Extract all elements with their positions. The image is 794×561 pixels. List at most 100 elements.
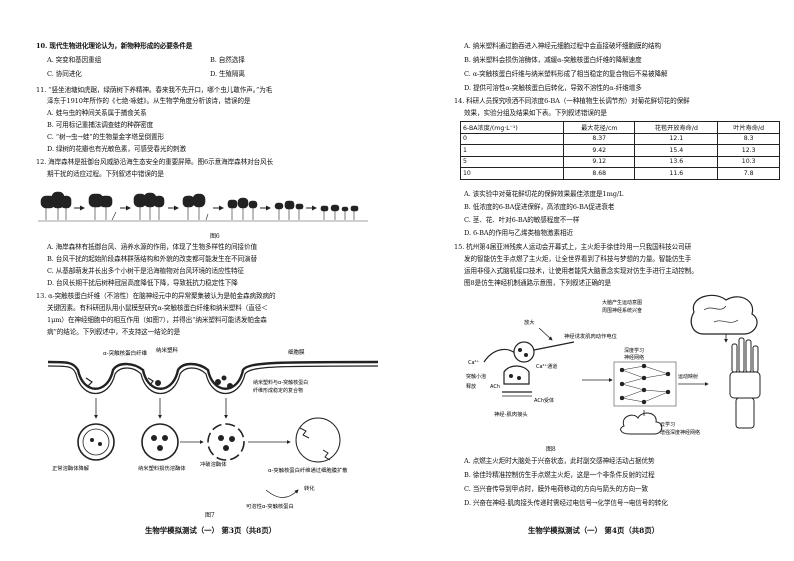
tree-stage-2 [88, 193, 117, 221]
label-fiber: α-突触核蛋白纤维 [103, 349, 148, 357]
table-cell: 10 [459, 167, 565, 180]
table-header-bloom-life: 花苞开放寿命/d [634, 121, 719, 134]
q10-option-d: D. 生殖隔离 [210, 70, 245, 78]
table-row: 1 9.42 15.4 12.3 [459, 144, 780, 157]
label-brain: 大脑产生运动意图 [602, 299, 642, 306]
table-cell: 7.8 [717, 167, 780, 180]
table-cell: 5 [459, 155, 565, 168]
label-convert: 转化 [304, 484, 315, 492]
tree-stage-7 [320, 204, 359, 220]
bionic-hand-diagram: 大脑产生运动意图 周围神经系统兴奋 放大 神经诱发肌肉动作电位 Ca²⁺ Ca²… [466, 294, 761, 436]
label-deep: 深度学习 [624, 347, 644, 354]
q14-option-b: B. 低浓度的6-BA促进保鲜，高浓度的6-BA促进衰老 [464, 203, 615, 211]
label-more-fibers: α-突触核蛋白纤维通过细胞膜扩散 [268, 466, 348, 474]
tree-stage-1 [40, 191, 72, 220]
label-impaired: 纳米塑料损伤溶酶体 [138, 464, 186, 472]
tree-stage-4 [182, 193, 209, 221]
q14-option-d: D. 6-BA的作用与乙烯类植物激素相近 [464, 229, 573, 237]
tree-stage-6 [274, 200, 304, 220]
figure-6-label: 图6 [210, 233, 220, 240]
table-cell: 9.12 [563, 155, 636, 168]
label-cloud: 云学习 [660, 421, 675, 428]
q14-data-table: 6-BA浓度/(mg·L⁻¹) 最大花径/cm 花苞开放寿命/d 叶片寿命/d … [459, 121, 780, 180]
q15-option-a: A. 点燃主火炬时大脑处于兴奋状态，此时副交感神经活动占据优势 [464, 457, 655, 465]
q12-option-c: C. 从基部萌发并长出多个小树干是沿海植物对台风环境的适应性特征 [47, 267, 245, 275]
q15-stem-line: 发的智能仿生手点燃了主火炬，让全世界看到了科技与梦想的力量。智能仿生手 [464, 255, 692, 263]
table-header-leaf-life: 叶片寿命/d [717, 121, 780, 134]
cell-membrane [48, 360, 378, 390]
cycle [295, 417, 341, 463]
cloud-icon [620, 412, 663, 435]
q12-stem-line: 12. 海岸森林是抵御台风威胁沿海生态安全的重要屏障。图6示意海岸森林对台风长 [36, 158, 274, 166]
q15-option-d: D. 兴奋在神经-肌肉接头传递时需经过电信号→化学信号→电信号的转化 [464, 499, 668, 507]
neuron-icon [483, 341, 575, 363]
label-vesicle: 突触小泡 [466, 373, 486, 380]
q13-stem-line: 关键因素。有科研团队用小鼠模型研究α-突触核蛋白纤维和纳米塑料（直径＜ [47, 304, 268, 312]
q12-stem-line: 期干扰的适应过程。下列叙述中错误的是 [47, 170, 164, 178]
label-release: 释放 [466, 383, 476, 390]
label-ca: Ca²⁺ [468, 360, 480, 366]
q10-option-c: C. 协同进化 [47, 70, 82, 78]
q11-stem-line: 泽东于1910年所作的《七绝·咏蛙》。从生物学角度分析该诗，错误的是 [47, 97, 251, 105]
left-page-footer: 生物学模拟测试（一） 第3页（共8页） [145, 526, 277, 535]
table-row: 0 8.37 12.1 8.3 [459, 132, 780, 145]
label-map: 运动映射 [678, 373, 698, 380]
table-header-row: 6-BA浓度/(mg·L⁻¹) 最大花径/cm 花苞开放寿命/d 叶片寿命/d [459, 121, 780, 134]
label-enhance: 增强深度神经网络 [660, 429, 700, 436]
q11-option-a: A. 蛙与虫的种间关系属于捕食关系 [47, 109, 147, 117]
label-signal: 神经诱发肌肉动作电位 [564, 332, 618, 340]
lysosome-normal [77, 423, 115, 461]
label-escape: 冲破溶酶体 [200, 460, 227, 468]
tree-stage-3 [133, 192, 165, 220]
q14-stem-line: 效果，实验分组及结果如下表。下列叙述错误的是 [464, 109, 607, 117]
label-aggregate: 可溶性α-突触核蛋白 [246, 502, 294, 510]
q11-stem-line: 11. “竖坐池塘如虎踞，绿荫树下养精神。春来我不先开口，哪个虫儿敢作声。”为毛 [36, 86, 273, 94]
table-cell: 8.68 [563, 167, 636, 180]
label-complex: 纳米塑料与α-突触核蛋白 [253, 379, 308, 386]
label-amplify: 放大 [524, 318, 535, 326]
label-junction: 神经-肌肉接头 [494, 410, 528, 418]
q15-option-b: B. 徐佳玲精准控制仿生手点燃主火炬，这是一个非条件反射的过程 [464, 471, 655, 479]
forest-adaptation-figure [38, 191, 368, 222]
neural-network-icon [613, 361, 677, 407]
q10-option-b: B. 自然选择 [210, 56, 245, 64]
label-brain2: 周围神经系统兴奋 [602, 307, 642, 314]
q15-stem-line: 运用非侵入式脑机接口技术，让使用者能凭大脑意念实现对仿生手进行主动控制。 [464, 267, 698, 275]
label-network: 神经网络 [624, 354, 644, 361]
table-cell: 11.6 [634, 167, 719, 180]
table-cell: 10.3 [717, 155, 780, 168]
q13-option-b: B. 纳米塑料会损伤溶酶体，减缓α-突触核蛋白纤维的降解速度 [464, 56, 642, 64]
table-cell: 1 [459, 144, 565, 157]
nanoplastic-diagram: α-突触核蛋白纤维 纳米塑料 细胞膜 纳米塑料与α-突触核蛋白 纤维形成稳定的复… [48, 346, 378, 510]
table-cell: 12.1 [634, 132, 719, 145]
q14-option-a: A. 该实验中对菊花鲜切花的保鲜效果最佳浓度是1mg/L [464, 190, 624, 198]
figure-8-label: 图8 [546, 446, 556, 453]
table-cell: 8.37 [563, 132, 636, 145]
q15-stem-line: 图8是仿生神经机制通路示意图，下列叙述正确的是 [464, 279, 611, 287]
synapse-junction [502, 365, 532, 397]
svg-text:纤维形成稳定的复合物: 纤维形成稳定的复合物 [253, 387, 303, 394]
q14-option-c: C. 茎、花、叶对6-BA的敏感程度不一样 [464, 216, 580, 224]
q10-stem: 10. 现代生物进化理论认为，新物种形成的必要条件是 [36, 42, 193, 50]
q13-stem-line: 1μm）在神经细胞中的相互作用（如图7），并得出“纳米塑料可能诱发帕金森 [47, 316, 267, 324]
left-page: 10. 现代生物进化理论认为，新物种形成的必要条件是 A. 突变和基因重组 B.… [36, 42, 378, 535]
q12-option-a: A. 海岸森林有抵御台风、涵养水源的作用，体现了生物多样性的间接价值 [47, 243, 257, 251]
q10-option-a: A. 突变和基因重组 [47, 56, 102, 64]
q13-option-a: A. 纳米塑料通过胞吞进入神经元细胞过程中会直接破坏细胞膜的结构 [464, 42, 661, 50]
figure-7-label: 图7 [205, 512, 215, 519]
q11-option-d: D. 绿树的花瓣也有光敏色素，可感受春光的刺激 [47, 145, 186, 153]
q14-stem-line: 14. 科研人员探究喷洒不同浓度6-BA（一种植物生长调节剂）对菊花鲜切花的保鲜 [454, 97, 690, 105]
table-header-diameter: 最大花径/cm [563, 121, 636, 134]
q15-option-c: C. 当兴奋传导到甲点时，膜外电荷移动的方向与箭头的方向一致 [464, 485, 649, 493]
table-row: 5 9.12 13.6 10.3 [459, 155, 780, 168]
label-normal-lysosome: 正常溶酶体降解 [52, 464, 90, 472]
q12-option-b: B. 台风干扰的起始阶段森林群落结构和外貌的改变都可能发生在不同演替 [47, 255, 258, 263]
label-receptor: ACh受体 [534, 397, 554, 404]
table-row: 10 8.68 11.6 7.8 [459, 167, 780, 180]
table-cell: 0 [459, 132, 565, 145]
table-cell: 8.3 [717, 132, 780, 145]
bionic-hand-icon [729, 337, 761, 429]
lysosome-damaged [141, 423, 179, 461]
table-cell: 15.4 [634, 144, 719, 157]
right-page: A. 纳米塑料通过胞吞进入神经元细胞过程中会直接破坏细胞膜的结构 B. 纳米塑料… [420, 0, 794, 561]
